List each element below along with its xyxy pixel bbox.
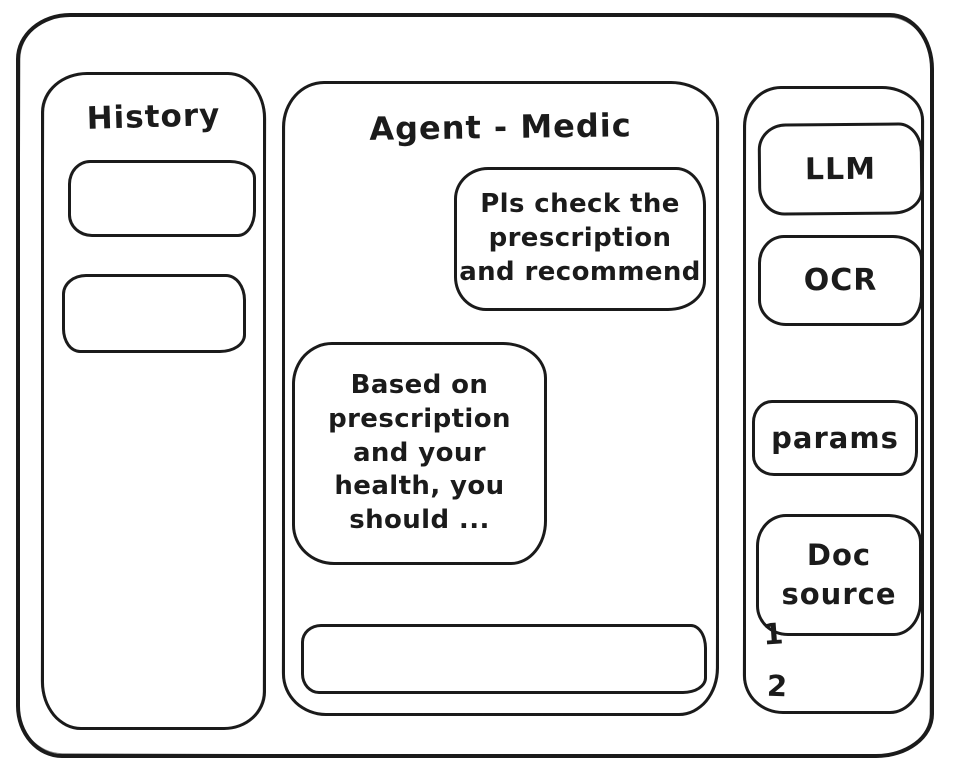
ocr-button-label: OCR <box>803 263 878 298</box>
params-button-label: params <box>771 421 899 455</box>
history-sidebar: History <box>41 72 266 730</box>
history-item-2[interactable] <box>62 274 246 353</box>
doc-source-item-1[interactable]: 1 <box>761 616 785 652</box>
assistant-message-text: Based on prescription and your health, y… <box>328 370 511 536</box>
llm-button-label: LLM <box>804 151 877 187</box>
user-message-bubble: Pls check the prescription and recommend <box>454 167 706 311</box>
chat-panel: Agent - Medic Pls check the prescription… <box>282 81 719 716</box>
history-title: History <box>86 97 221 137</box>
assistant-message-bubble: Based on prescription and your health, y… <box>292 342 547 565</box>
app-frame: History Agent - Medic Pls check the pres… <box>16 13 934 758</box>
history-item-1[interactable] <box>68 160 256 237</box>
user-message-text: Pls check the prescription and recommend <box>459 189 701 287</box>
ocr-button[interactable]: OCR <box>758 235 923 326</box>
message-input[interactable] <box>301 624 707 694</box>
doc-source-button[interactable]: Doc source <box>756 514 922 636</box>
llm-button[interactable]: LLM <box>757 122 924 216</box>
doc-source-item-2[interactable]: 2 <box>766 668 788 704</box>
tools-sidebar: LLM OCR params Doc source 1 2 <box>743 86 924 714</box>
doc-source-button-label: Doc source <box>781 537 897 611</box>
chat-title: Agent - Medic <box>369 106 632 148</box>
params-button[interactable]: params <box>752 400 918 476</box>
